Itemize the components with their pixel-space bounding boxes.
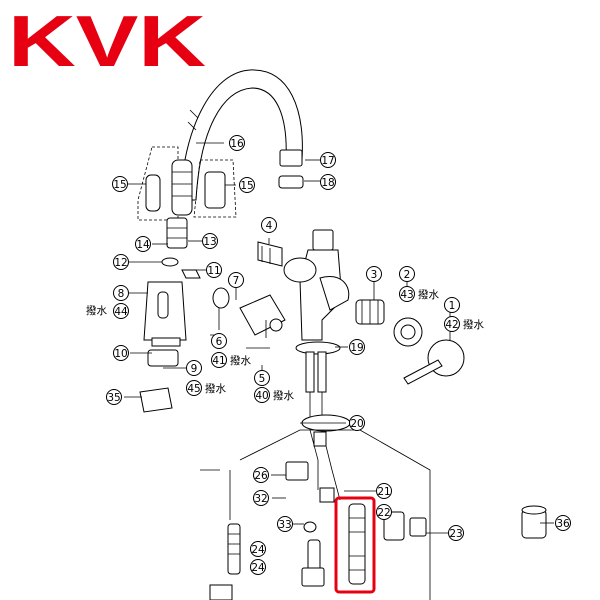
svg-text:22: 22 [377,507,390,519]
svg-text:15: 15 [240,180,253,192]
callout-33: 33 [277,516,293,532]
svg-text:7: 7 [233,275,240,287]
svg-text:42: 42 [445,319,458,331]
svg-text:10: 10 [114,348,127,360]
lever-parts [210,287,286,338]
callout-45: 45 [186,380,202,396]
svg-text:43: 43 [400,289,413,301]
svg-text:20: 20 [350,418,363,430]
part-22-rod [348,503,366,585]
svg-text:12: 12 [114,257,127,269]
svg-text:2: 2 [404,269,411,281]
callout-24-b: 24 [250,559,266,575]
callout-40: 42 [444,316,460,332]
spout-hose [179,69,304,201]
callout-15-right: 15 [239,177,255,193]
svg-text:13: 13 [203,236,216,248]
annotation-43: 撥水 [230,354,251,367]
callout-11: 11 [206,262,222,278]
callout-26: 26 [253,467,269,483]
part-36-plug [521,505,547,539]
callout-3: 3 [366,266,382,282]
svg-text:40: 40 [255,390,268,402]
callout-10: 10 [113,345,129,361]
callout-24-a: 24 [250,541,266,557]
svg-text:45: 45 [187,383,200,395]
pullout-sleeve-group [137,146,237,221]
callout-7: 7 [228,272,244,288]
callout-14: 14 [135,236,151,252]
svg-text:24: 24 [251,544,265,556]
callout-42: 40 [254,387,270,403]
annotation-45: 撥水 [205,382,226,395]
svg-text:4: 4 [266,220,273,232]
mounting-bracket [383,511,427,541]
svg-text:26: 26 [254,470,268,482]
callout-15-left: 15 [112,176,128,192]
callout-36: 36 [555,515,571,531]
diverter-cartridge [257,241,283,267]
svg-text:16: 16 [230,138,244,150]
svg-text:3: 3 [371,269,378,281]
svg-text:35: 35 [107,392,120,404]
callout-18: 18 [320,174,336,190]
svg-text:32: 32 [254,493,267,505]
svg-text:24: 24 [251,562,265,574]
svg-text:15: 15 [113,179,126,191]
callout-6: 6 [211,333,227,349]
callout-32: 32 [253,490,269,506]
callout-12: 12 [113,254,129,270]
svg-text:33: 33 [278,519,291,531]
svg-text:21: 21 [377,486,390,498]
annotation-42: 撥水 [273,389,294,402]
callout-17: 17 [320,152,336,168]
kvk-logo: KVK [8,2,206,82]
svg-text:41: 41 [212,355,225,367]
callout-41: 43 [399,286,415,302]
svg-text:17: 17 [321,155,334,167]
svg-text:18: 18 [321,177,334,189]
highlight-box [334,496,376,594]
svg-text:5: 5 [259,373,266,385]
callout-19: 19 [349,339,365,355]
spray-head [139,281,187,413]
callout-16: 16 [229,135,245,151]
callout-13: 13 [202,233,218,249]
pullout-connector [161,217,201,279]
svg-text:9: 9 [191,363,198,375]
svg-text:6: 6 [216,336,223,348]
svg-text:1: 1 [449,300,456,312]
callout-44: 44 [113,303,129,319]
callout-20: 20 [349,415,365,431]
callout-35: 35 [106,389,122,405]
callout-4: 4 [261,217,277,233]
main-cartridge-and-handle [355,299,465,385]
svg-text:8: 8 [118,288,125,300]
callout-23: 23 [448,525,464,541]
callout-5: 5 [254,370,270,386]
svg-text:44: 44 [114,306,128,318]
svg-text:19: 19 [350,342,363,354]
svg-text:11: 11 [207,265,220,277]
annotation-40: 撥水 [463,318,484,331]
svg-text:23: 23 [449,528,462,540]
annotation-41: 撥水 [418,288,439,301]
annotation-44: 撥水 [86,304,107,317]
callout-2: 2 [399,266,415,282]
callout-43: 41 [211,352,227,368]
svg-text:14: 14 [136,239,150,251]
callout-21: 21 [376,483,392,499]
callout-1: 1 [444,297,460,313]
svg-text:36: 36 [556,518,570,530]
callout-8: 8 [113,285,129,301]
callout-9: 9 [186,360,202,376]
callout-22: 22 [376,504,392,520]
faucet-body [283,229,350,393]
